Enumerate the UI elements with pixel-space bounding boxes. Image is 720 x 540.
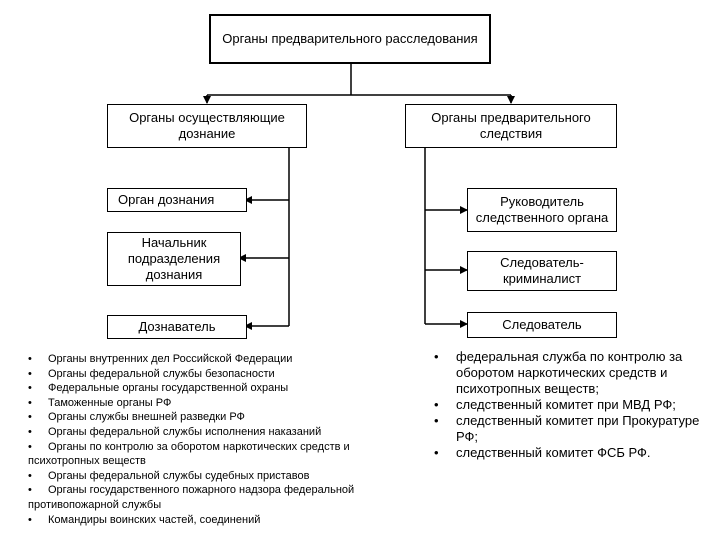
bullet: • [28,367,32,380]
list-item-text: Органы по контролю за оборотом наркотиче… [28,440,350,468]
forensic-investigator-label: Следователь-криминалист [500,255,584,286]
list-item: • Таможенные органы РФ [28,396,398,411]
inquiry-bodies-box: Органы осуществляющие дознание [107,104,307,148]
list-item-text: следственный комитет при МВД РФ; [456,397,676,412]
bullet: • [28,425,32,438]
list-item: • Органы федеральной службы судебных прис… [28,469,398,484]
list-item: •Органы государственного пожарного надзо… [28,483,398,512]
bullet: • [28,353,32,365]
bullet: • [28,440,32,453]
forensic-investigator-box: Следователь-криминалист [467,251,617,291]
list-item-text: федеральная служба по контролю за оборот… [456,349,683,396]
list-item: • Федеральные органы государственной охра… [28,381,398,396]
list-item: •Органы по контролю за оборотом наркотич… [28,440,398,469]
root-label: Органы предварительного расследования [222,31,478,46]
list-item: • Органы службы внешней разведки РФ [28,410,398,425]
investigation-head-box: Руководитель следственного органа [467,188,617,232]
bullet: • [434,413,439,428]
investigation-agencies-list: • федеральная служба по контролю за оборо… [434,349,704,461]
investigator-box: Следователь [467,312,617,338]
investigation-bodies-box: Органы предварительного следствия [405,104,617,148]
list-item-text: Органы внутренних дел Российской Федерац… [48,353,293,365]
investigator-label: Следователь [502,317,582,332]
list-item: • следственный комитет ФСБ РФ. [434,445,704,461]
inquiry-body-label: Орган дознания [118,192,215,207]
bullet: • [28,484,32,497]
list-item: • федеральная служба по контролю за оборо… [434,349,704,397]
inquiry-agencies-list: • Органы внутренних дел Российской Федера… [28,352,398,527]
list-item: • Органы федеральной службы безопасности [28,367,398,382]
list-item-text: следственный комитет ФСБ РФ. [456,445,651,460]
list-item-text: Органы федеральной службы исполнения нак… [48,425,322,438]
bullet: • [434,397,439,412]
bullet: • [28,469,32,482]
inquiry-head-label: Начальник подразделения дознания [127,235,221,282]
root-box: Органы предварительного расследования [209,14,491,64]
bullet: • [434,445,439,460]
list-item: • следственный комитет при МВД РФ; [434,397,704,413]
list-item-text: Органы государственного пожарного надзор… [28,484,355,511]
list-item: • Органы федеральной службы исполнения на… [28,425,398,440]
bullet: • [28,382,32,395]
list-item-text: Органы федеральной службы судебных прист… [48,469,310,482]
investigation-bodies-label: Органы предварительного следствия [431,110,591,141]
list-item: • следственный комитет при Прокуратуре РФ… [434,413,704,445]
bullet: • [28,396,32,409]
list-item-text: следственный комитет при Прокуратуре РФ; [456,413,700,444]
investigation-head-label: Руководитель следственного органа [475,194,609,225]
list-item-text: Органы федеральной службы безопасности [48,367,275,380]
bullet: • [28,411,32,424]
list-item-text: Органы службы внешней разведки РФ [48,411,245,424]
list-item-text: Таможенные органы РФ [48,396,172,409]
inquirer-label: Дознаватель [138,319,216,334]
list-item-text: Федеральные органы государственной охран… [48,382,289,395]
list-item: • Органы внутренних дел Российской Федера… [28,352,398,367]
inquiry-bodies-label: Органы осуществляющие дознание [129,110,285,141]
list-item: • Командиры воинских частей, соединений [28,513,398,528]
bullet: • [434,349,439,364]
list-item-text: Командиры воинских частей, соединений [48,513,261,526]
inquiry-body-box: Орган дознания [107,188,247,212]
bullet: • [28,513,32,526]
inquiry-head-box: Начальник подразделения дознания [107,232,241,286]
inquirer-box: Дознаватель [107,315,247,339]
